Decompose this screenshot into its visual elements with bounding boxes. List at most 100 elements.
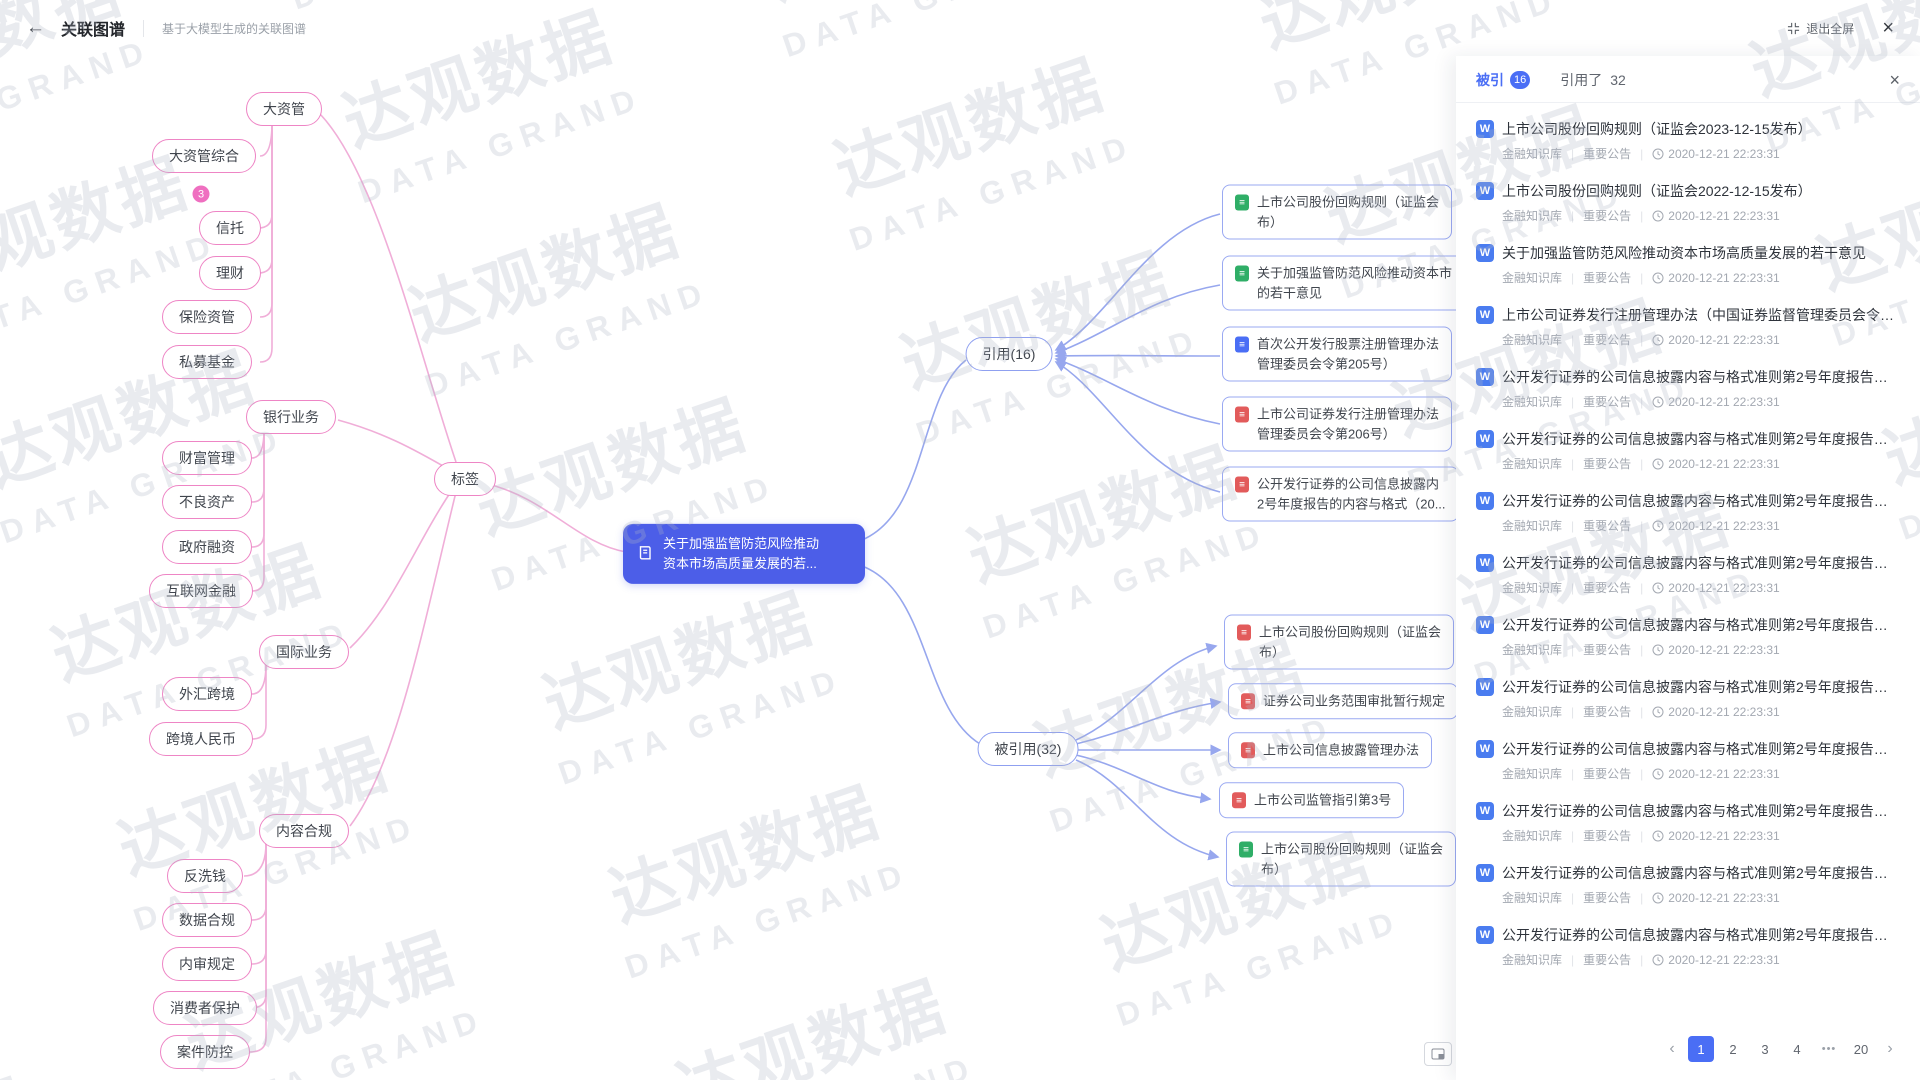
doc-item-title[interactable]: 上市公司证券发行注册管理办法（中国证券监督管理委员会令第2… <box>1502 305 1900 325</box>
doc-item-time: 2020-12-21 22:23:31 <box>1668 147 1779 161</box>
page-button[interactable]: 20 <box>1848 1036 1874 1062</box>
mindmap-leaf-node[interactable]: 财富管理 <box>162 441 252 475</box>
doc-list-item[interactable]: W 公开发行证券的公司信息披露内容与格式准则第2号年度报告的内… 金融知识库 |… <box>1476 667 1900 729</box>
mindmap-leaf-node[interactable]: 理财 <box>199 256 261 290</box>
meta-divider: | <box>1571 953 1574 967</box>
doc-list-item[interactable]: W 公开发行证券的公司信息披露内容与格式准则第2号年度报告的内… 金融知识库 |… <box>1476 605 1900 667</box>
doc-item-source: 金融知识库 <box>1502 579 1562 596</box>
doc-item-title[interactable]: 上市公司股份回购规则（证监会2022-12-15发布） <box>1502 181 1812 201</box>
citation-panel: 被引 16 引用了 32 × W 上市公司股份回购规则（证监会2023-12-1… <box>1456 56 1920 1080</box>
doc-list-item[interactable]: W 关于加强监管防范风险推动资本市场高质量发展的若干意见 金融知识库 | 重要公… <box>1476 233 1900 295</box>
clock-icon <box>1652 148 1664 160</box>
back-icon[interactable]: ← <box>26 17 45 39</box>
mindmap-doc-node[interactable]: 上市公司股份回购规则（证监会 布） <box>1222 185 1452 240</box>
mindmap-leaf-node[interactable]: 跨境人民币 <box>149 722 253 756</box>
word-doc-icon: W <box>1476 368 1494 386</box>
panel-close-icon[interactable]: × <box>1889 71 1900 89</box>
mindmap-tag-node[interactable]: 标签 <box>434 462 496 496</box>
tab-cites[interactable]: 引用了 32 <box>1560 70 1626 90</box>
doc-icon <box>1241 693 1255 709</box>
doc-list-item[interactable]: W 公开发行证券的公司信息披露内容与格式准则第2号年度报告的内… 金融知识库 |… <box>1476 419 1900 481</box>
mindmap-doc-node[interactable]: 上市公司信息披露管理办法 <box>1228 732 1432 768</box>
mindmap-hub-cited-by[interactable]: 被引用(32) <box>978 732 1079 766</box>
mindmap-leaf-node[interactable]: 案件防控 <box>160 1035 250 1069</box>
meta-divider: | <box>1640 271 1643 285</box>
doc-item-title[interactable]: 上市公司股份回购规则（证监会2023-12-15发布） <box>1502 119 1812 139</box>
word-doc-icon: W <box>1476 492 1494 510</box>
doc-item-title[interactable]: 公开发行证券的公司信息披露内容与格式准则第2号年度报告的内… <box>1502 491 1900 511</box>
doc-list-item[interactable]: W 上市公司证券发行注册管理办法（中国证券监督管理委员会令第2… 金融知识库 |… <box>1476 295 1900 357</box>
mindmap-leaf-node[interactable]: 保险资管 <box>162 300 252 334</box>
mindmap-leaf-node[interactable]: 大资管综合 <box>152 139 256 173</box>
doc-item-title[interactable]: 公开发行证券的公司信息披露内容与格式准则第2号年度报告的内… <box>1502 553 1900 573</box>
doc-icon <box>1235 195 1249 211</box>
next-page-icon[interactable]: › <box>1880 1036 1900 1062</box>
doc-list-item[interactable]: W 公开发行证券的公司信息披露内容与格式准则第2号年度报告的内… 金融知识库 |… <box>1476 729 1900 791</box>
doc-item-title[interactable]: 公开发行证券的公司信息披露内容与格式准则第2号年度报告的内… <box>1502 801 1900 821</box>
mindmap-leaf-node[interactable]: 私募基金 <box>162 345 252 379</box>
prev-page-icon[interactable]: ‹ <box>1662 1036 1682 1062</box>
mindmap-category-node[interactable]: 内容合规 <box>259 814 349 848</box>
doc-list-item[interactable]: W 公开发行证券的公司信息披露内容与格式准则第2号年度报告的内… 金融知识库 |… <box>1476 853 1900 915</box>
mindmap-doc-node[interactable]: 上市公司监管指引第3号 <box>1219 782 1404 818</box>
mindmap-doc-node[interactable]: 关于加强监管防范风险推动资本市 的若干意见 <box>1222 256 1465 311</box>
mindmap-leaf-node[interactable]: 消费者保护 <box>153 991 257 1025</box>
doc-item-title[interactable]: 公开发行证券的公司信息披露内容与格式准则第2号年度报告的内… <box>1502 429 1900 449</box>
page-button[interactable]: 3 <box>1752 1036 1778 1062</box>
doc-list-item[interactable]: W 上市公司股份回购规则（证监会2022-12-15发布） 金融知识库 | 重要… <box>1476 171 1900 233</box>
doc-node-label: 首次公开发行股票注册管理办法 管理委员会令第205号） <box>1257 335 1439 374</box>
mindmap-leaf-node[interactable]: 政府融资 <box>162 530 252 564</box>
doc-icon <box>1239 842 1253 858</box>
doc-item-title[interactable]: 公开发行证券的公司信息披露内容与格式准则第2号年度报告的内… <box>1502 615 1900 635</box>
tab-cited-by[interactable]: 被引 16 <box>1476 70 1530 90</box>
mindmap-doc-node[interactable]: 上市公司证券发行注册管理办法 管理委员会令第206号） <box>1222 397 1452 452</box>
doc-list-item[interactable]: W 公开发行证券的公司信息披露内容与格式准则第2号年度报告的内… 金融知识库 |… <box>1476 915 1900 977</box>
doc-list-item[interactable]: W 公开发行证券的公司信息披露内容与格式准则第2号年度报告的内… 金融知识库 |… <box>1476 357 1900 419</box>
doc-list-item[interactable]: W 公开发行证券的公司信息披露内容与格式准则第2号年度报告的内… 金融知识库 |… <box>1476 481 1900 543</box>
collapsed-count-badge[interactable]: 3 <box>193 186 210 203</box>
doc-list-item[interactable]: W 公开发行证券的公司信息披露内容与格式准则第2号年度报告的内… 金融知识库 |… <box>1476 543 1900 605</box>
doc-item-title[interactable]: 公开发行证券的公司信息披露内容与格式准则第2号年度报告的内… <box>1502 863 1900 883</box>
doc-list-item[interactable]: W 上市公司股份回购规则（证监会2023-12-15发布） 金融知识库 | 重要… <box>1476 109 1900 171</box>
mindmap-center-node[interactable]: 关于加强监管防范风险推动 资本市场高质量发展的若... <box>623 524 865 584</box>
tab-cited-by-badge: 16 <box>1510 71 1530 89</box>
mindmap-leaf-node[interactable]: 外汇跨境 <box>162 677 252 711</box>
mindmap-category-node[interactable]: 国际业务 <box>259 635 349 669</box>
doc-list-item[interactable]: W 公开发行证券的公司信息披露内容与格式准则第2号年度报告的内… 金融知识库 |… <box>1476 791 1900 853</box>
doc-item-title[interactable]: 公开发行证券的公司信息披露内容与格式准则第2号年度报告的内… <box>1502 739 1900 759</box>
doc-item-title[interactable]: 公开发行证券的公司信息披露内容与格式准则第2号年度报告的内… <box>1502 677 1900 697</box>
mindmap-doc-node[interactable]: 首次公开发行股票注册管理办法 管理委员会令第205号） <box>1222 327 1452 382</box>
mindmap-doc-node[interactable]: 证券公司业务范围审批暂行规定 <box>1228 683 1458 719</box>
close-icon[interactable]: × <box>1882 18 1894 38</box>
mindmap-category-node[interactable]: 银行业务 <box>246 400 336 434</box>
page-button[interactable]: 1 <box>1688 1036 1714 1062</box>
mindmap-leaf-node[interactable]: 反洗钱 <box>167 859 243 893</box>
page-ellipsis[interactable]: ••• <box>1816 1036 1842 1062</box>
doc-item-source: 金融知识库 <box>1502 765 1562 782</box>
page-button[interactable]: 4 <box>1784 1036 1810 1062</box>
mindmap-doc-node[interactable]: 公开发行证券的公司信息披露内 2号年度报告的内容与格式（20... <box>1222 467 1459 522</box>
doc-item-title[interactable]: 关于加强监管防范风险推动资本市场高质量发展的若干意见 <box>1502 243 1866 263</box>
doc-item-tag: 重要公告 <box>1583 455 1631 472</box>
doc-item-title[interactable]: 公开发行证券的公司信息披露内容与格式准则第2号年度报告的内… <box>1502 367 1900 387</box>
doc-item-time: 2020-12-21 22:23:31 <box>1668 891 1779 905</box>
mindmap-doc-node[interactable]: 上市公司股份回购规则（证监会 布） <box>1226 832 1456 887</box>
minimap-toggle-button[interactable] <box>1424 1042 1452 1066</box>
doc-item-source: 金融知识库 <box>1502 703 1562 720</box>
page-button[interactable]: 2 <box>1720 1036 1746 1062</box>
mindmap-leaf-node[interactable]: 内审规定 <box>162 947 252 981</box>
doc-icon <box>1235 337 1249 353</box>
doc-item-title[interactable]: 公开发行证券的公司信息披露内容与格式准则第2号年度报告的内… <box>1502 925 1900 945</box>
mindmap-leaf-node[interactable]: 互联网金融 <box>149 574 253 608</box>
exit-fullscreen-button[interactable]: 退出全屏 <box>1787 20 1854 37</box>
mindmap-category-node[interactable]: 大资管 <box>246 92 322 126</box>
doc-item-tag: 重要公告 <box>1583 331 1631 348</box>
mindmap-doc-node[interactable]: 上市公司股份回购规则（证监会 布） <box>1224 615 1454 670</box>
doc-item-tag: 重要公告 <box>1583 641 1631 658</box>
mindmap-leaf-node[interactable]: 数据合规 <box>162 903 252 937</box>
mindmap-leaf-node[interactable]: 信托 <box>199 211 261 245</box>
mindmap-hub-cites[interactable]: 引用(16) <box>966 337 1053 371</box>
doc-item-source: 金融知识库 <box>1502 331 1562 348</box>
mindmap-leaf-node[interactable]: 不良资产 <box>162 485 252 519</box>
meta-divider: | <box>1571 457 1574 471</box>
